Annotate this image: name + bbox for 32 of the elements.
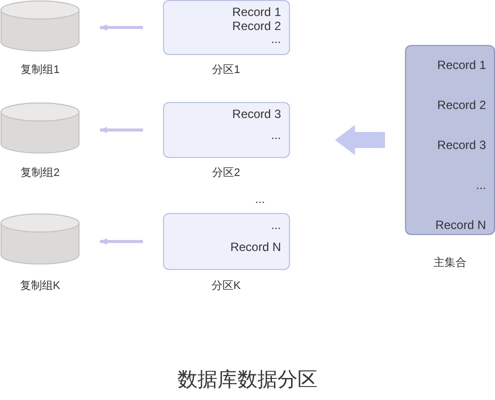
replica-set-label: 复制组K bbox=[18, 279, 62, 293]
record-text: ... bbox=[270, 128, 281, 142]
replica-set-label: 复制组1 bbox=[19, 63, 61, 77]
record-text: Record 1 bbox=[437, 58, 486, 72]
record-text: Record N bbox=[435, 218, 486, 232]
record-text: Record 1 bbox=[232, 5, 281, 19]
database-cylinder bbox=[0, 213, 80, 265]
diagram-title: 数据库数据分区 bbox=[176, 366, 318, 393]
record-text: ... bbox=[270, 218, 281, 232]
record-text: Record 3 bbox=[437, 138, 486, 152]
record-text: Record 2 bbox=[232, 18, 281, 33]
database-cylinder bbox=[0, 0, 80, 52]
partition-box bbox=[163, 102, 290, 158]
partition-label: 分区1 bbox=[210, 63, 242, 77]
collection-label: 主集合 bbox=[432, 256, 468, 270]
arrow bbox=[99, 238, 143, 245]
arrow bbox=[99, 126, 143, 134]
partition-label: 分区K bbox=[210, 279, 242, 293]
record-text: Record N bbox=[230, 240, 281, 254]
record-text: ... bbox=[476, 178, 486, 192]
record-text: ... bbox=[270, 32, 281, 46]
record-text: Record 3 bbox=[232, 107, 281, 121]
replica-set-label: 复制组2 bbox=[19, 166, 61, 180]
arrow bbox=[99, 24, 143, 31]
partition-box bbox=[163, 213, 290, 270]
ellipsis-text: ... bbox=[255, 192, 266, 206]
partition-label: 分区2 bbox=[210, 166, 242, 180]
record-text: Record 2 bbox=[437, 98, 486, 112]
collection-box bbox=[405, 45, 495, 235]
database-cylinder bbox=[0, 102, 80, 154]
block-arrow bbox=[335, 125, 385, 155]
partition-box bbox=[163, 0, 290, 55]
